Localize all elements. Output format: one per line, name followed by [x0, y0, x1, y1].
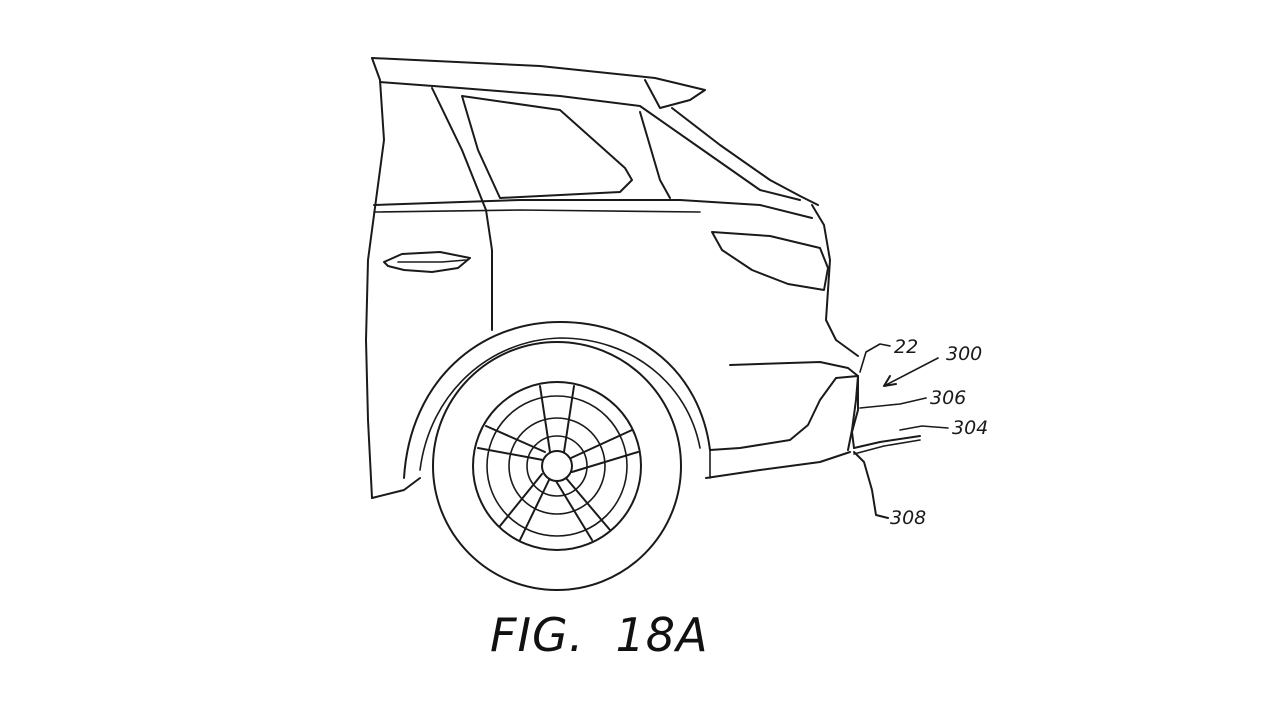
belt-line-inner	[373, 209, 701, 213]
wheel-arch-outer	[403, 321, 711, 479]
leader-22	[859, 343, 891, 373]
door-handle	[383, 251, 471, 273]
rim-inner-ring-2	[526, 435, 588, 497]
spoke-lower-right	[555, 477, 611, 541]
device-arm-304-inner	[853, 439, 921, 455]
arrowhead-300	[883, 375, 897, 387]
quarter-window	[461, 95, 633, 199]
rim-mid-ring	[508, 417, 606, 515]
ref-numeral-300: 300	[946, 343, 982, 365]
tire	[432, 341, 682, 591]
spoke-lower-left	[499, 473, 550, 541]
device-cable-308	[853, 451, 889, 519]
rear-window-glass	[639, 111, 671, 199]
b-pillar-line	[365, 57, 385, 499]
rim-inner-ring	[486, 395, 628, 537]
door-handle-inner	[397, 259, 467, 263]
spoke-upper-left	[477, 425, 546, 461]
leader-306	[859, 397, 927, 409]
lower-rocker-front	[371, 477, 421, 499]
ref-numeral-304: 304	[952, 417, 988, 439]
rear-door-front-edge	[431, 87, 493, 331]
bumper-bottom	[705, 451, 851, 479]
figure-caption: FIG. 18A	[490, 608, 709, 662]
bumper-lower-curve	[709, 375, 859, 451]
leader-300-arrow	[883, 357, 939, 387]
device-arm-304	[853, 435, 921, 449]
ref-numeral-306: 306	[930, 387, 966, 409]
wheel-hub	[541, 450, 573, 482]
rear-hatch-edge	[671, 107, 819, 206]
rim-outer	[472, 381, 642, 551]
rear-body-profile	[811, 204, 859, 357]
spoke-upper-right	[570, 429, 639, 473]
tail-light	[711, 231, 829, 291]
roof-spoiler-outline	[371, 57, 706, 109]
roof-inner-line	[379, 81, 801, 201]
ref-numeral-308: 308	[890, 507, 926, 529]
leader-304	[899, 425, 949, 431]
device-mount-306	[851, 375, 859, 449]
spoke-top	[539, 385, 575, 453]
wheel-arch-inner	[419, 337, 701, 471]
belt-line	[373, 199, 813, 219]
ref-numeral-22: 22	[894, 336, 918, 358]
wheel-spokes	[477, 385, 639, 541]
